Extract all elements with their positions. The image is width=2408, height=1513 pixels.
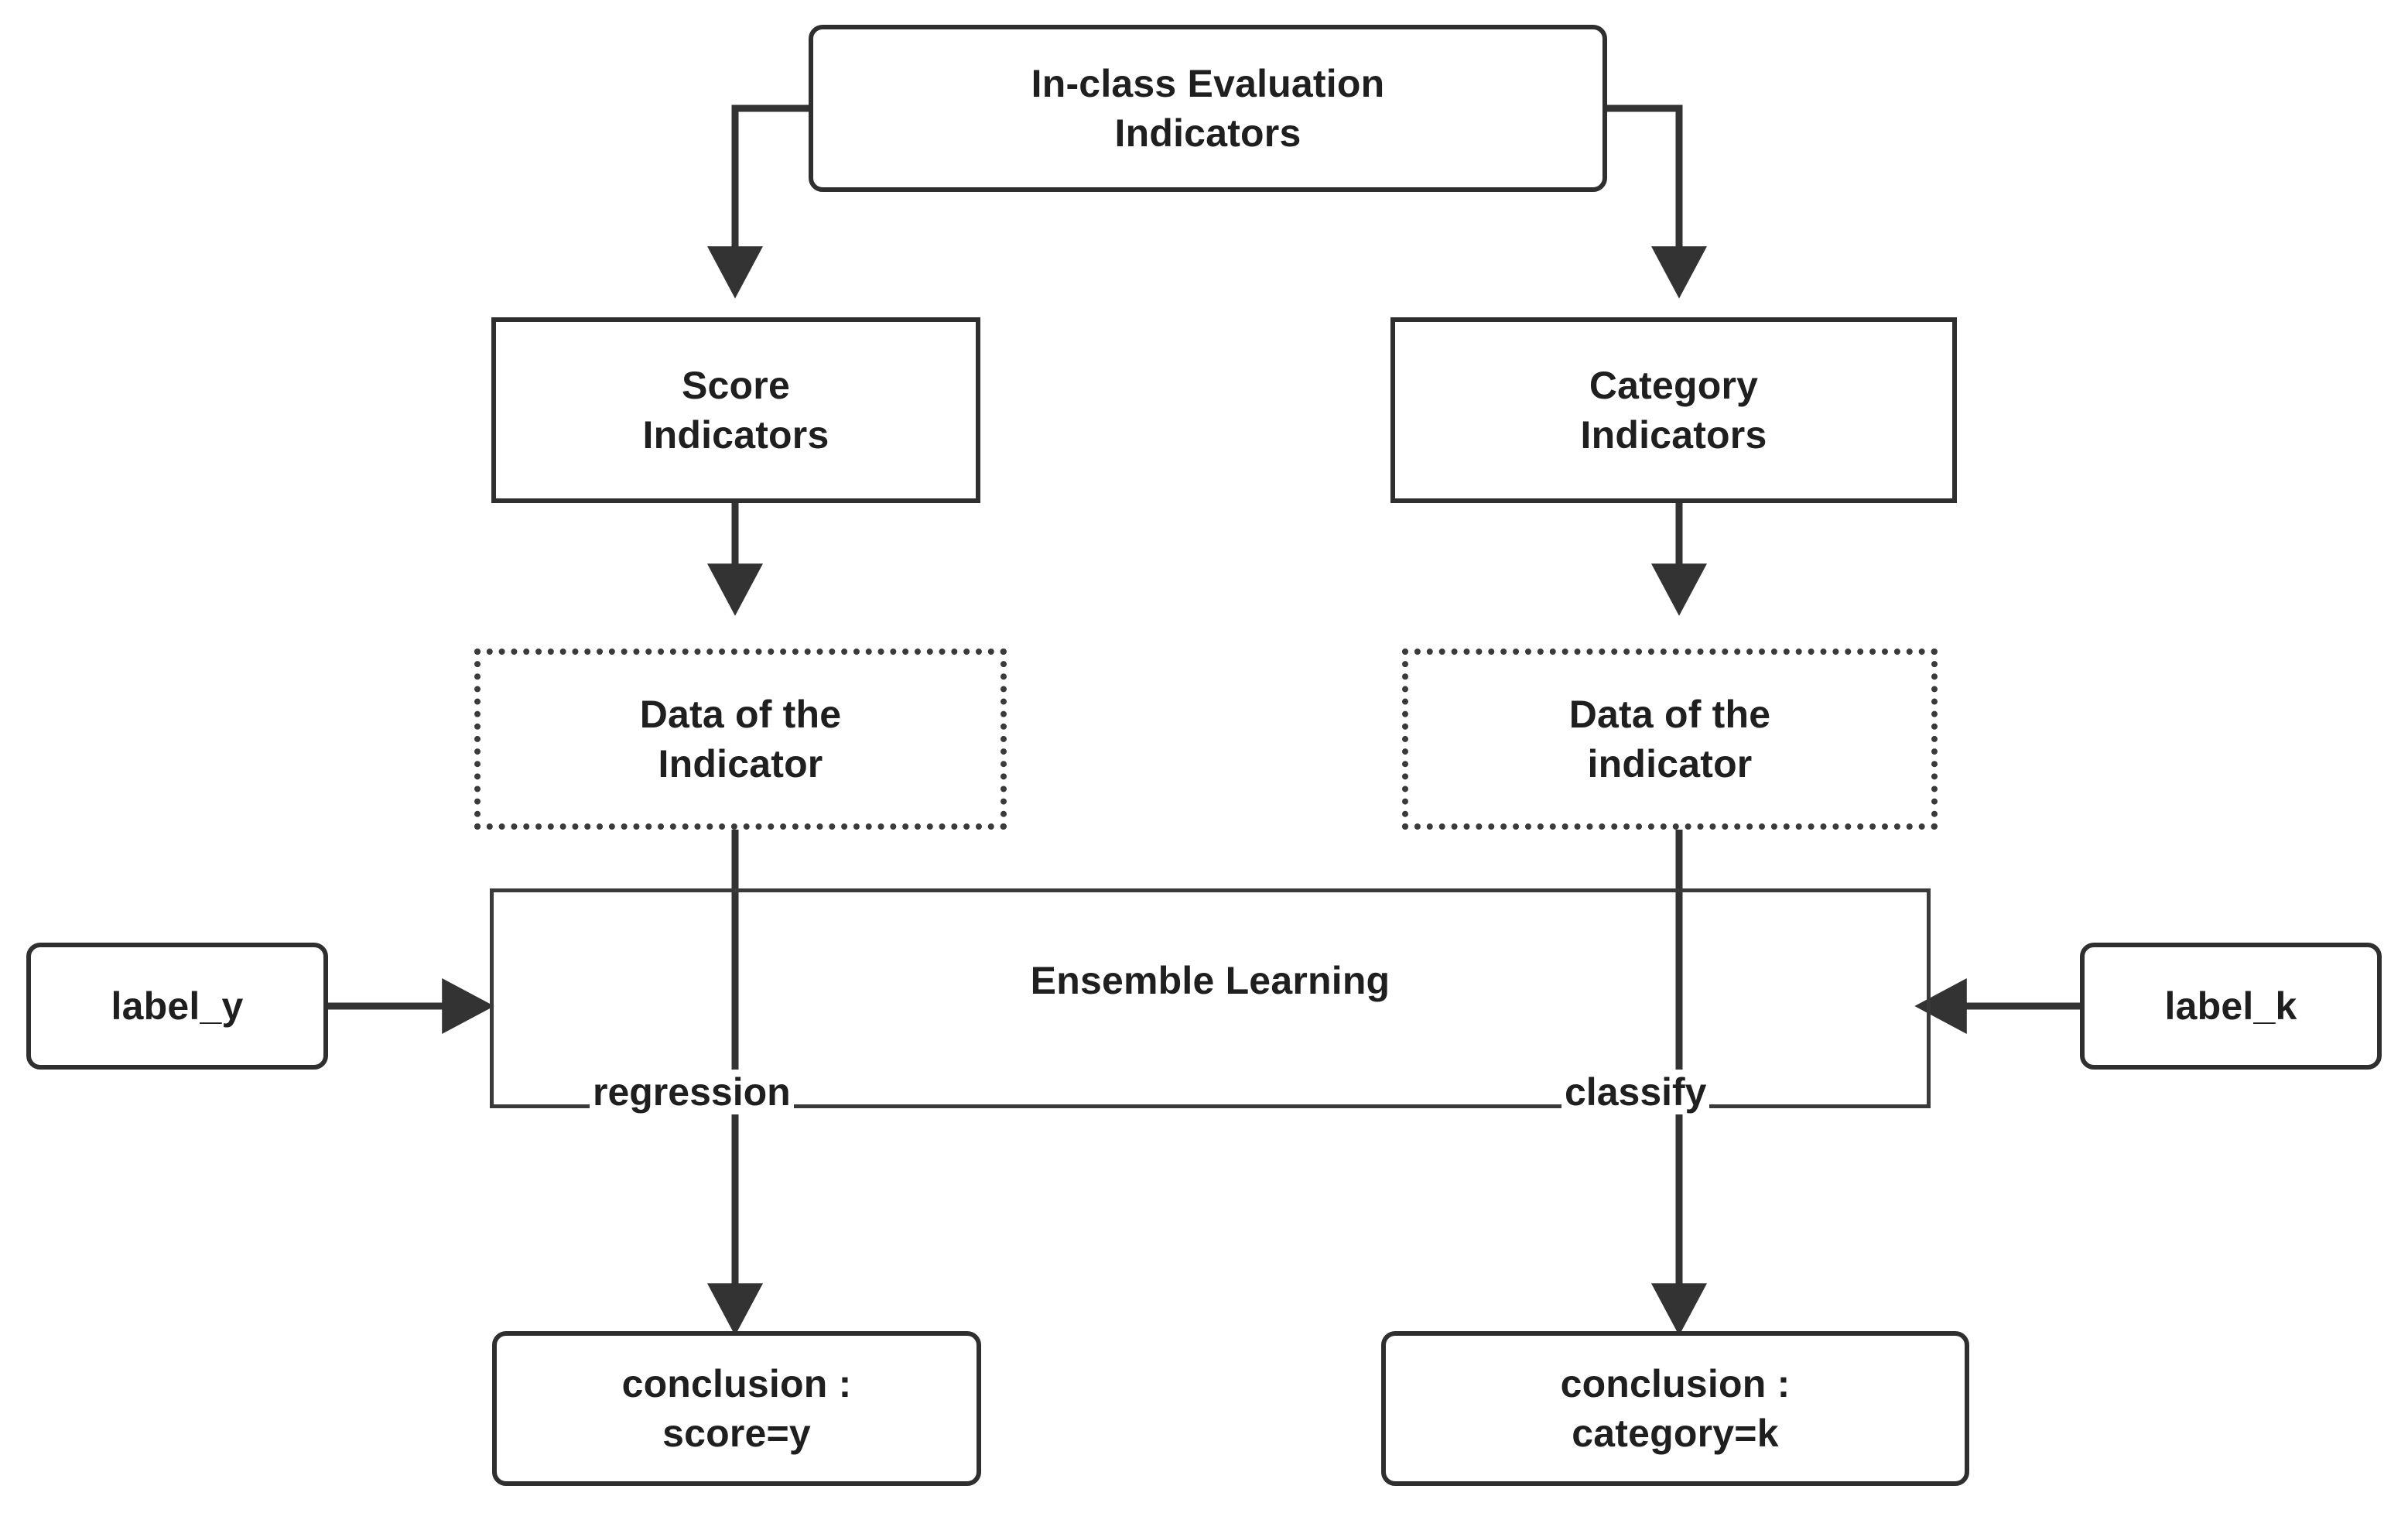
edge-root-to-score xyxy=(707,104,810,299)
edge-label-regression: regression xyxy=(590,1070,794,1114)
node-data-of-the-indicator-right[interactable]: Data of the indicator xyxy=(1402,649,1938,830)
edge-root-to-category xyxy=(1606,104,1707,299)
node-conclusion-category[interactable]: conclusion : category=k xyxy=(1381,1331,1969,1486)
node-conclusion-score[interactable]: conclusion : score=y xyxy=(492,1331,981,1486)
node-ensemble-learning[interactable]: Ensemble Learning xyxy=(490,888,1931,1108)
node-data-of-the-indicator-left[interactable]: Data of the Indicator xyxy=(474,649,1007,830)
node-in-class-evaluation-indicators[interactable]: In-class Evaluation Indicators xyxy=(809,25,1607,192)
node-category-indicators[interactable]: Category Indicators xyxy=(1390,317,1957,503)
node-label-k[interactable]: label_k xyxy=(2080,943,2382,1070)
edge-label-classify: classify xyxy=(1561,1070,1710,1114)
node-label-y[interactable]: label_y xyxy=(26,943,328,1070)
node-score-indicators[interactable]: Score Indicators xyxy=(491,317,980,503)
